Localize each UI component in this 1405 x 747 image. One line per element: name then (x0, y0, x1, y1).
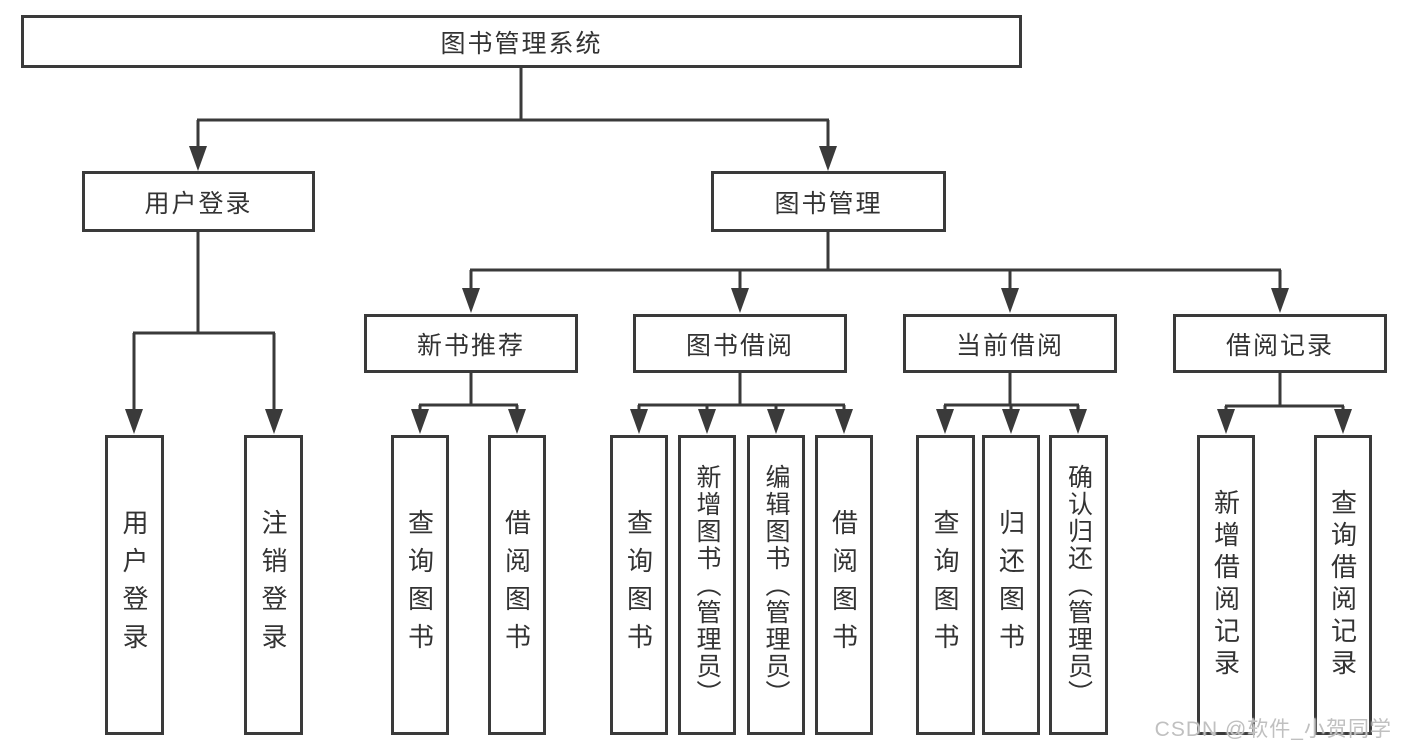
connector-book-borrow-to-leaves (637, 373, 846, 412)
leaf-query-books-recommend: 查询图书 (391, 435, 449, 735)
connector-user-login-to-leaves (132, 232, 276, 412)
leaf-query-borrow-record: 查询借阅记录 (1314, 435, 1372, 735)
leaf-user-login: 用户登录 (105, 435, 164, 735)
connector-new-book-to-leaves (418, 373, 519, 412)
csdn-watermark: CSDN @软件_小贺同学 (1154, 718, 1392, 741)
leaf-borrow-books-recommend: 借阅图书 (488, 435, 546, 735)
leaf-logout: 注销登录 (244, 435, 303, 735)
leaf-query-books-borrow: 查询图书 (610, 435, 668, 735)
leaf-confirm-return-admin: 确认归还（管理员） (1049, 435, 1108, 735)
node-library-management-system: 图书管理系统 (21, 15, 1022, 68)
connector-book-management-to-level3 (469, 232, 1282, 292)
node-borrow-record: 借阅记录 (1173, 314, 1387, 373)
node-book-management: 图书管理 (711, 171, 946, 232)
leaf-add-borrow-record: 新增借阅记录 (1197, 435, 1255, 735)
connector-current-borrow-to-leaves (943, 373, 1080, 412)
node-user-login: 用户登录 (82, 171, 315, 232)
node-book-borrow: 图书借阅 (633, 314, 847, 373)
node-new-book-recommend: 新书推荐 (364, 314, 578, 373)
leaf-return-books: 归还图书 (982, 435, 1040, 735)
leaf-edit-book-admin: 编辑图书（管理员） (747, 435, 805, 735)
leaf-borrow-books: 借阅图书 (815, 435, 873, 735)
leaf-query-books-current: 查询图书 (916, 435, 975, 735)
node-current-borrow: 当前借阅 (903, 314, 1117, 373)
connector-root-to-level2 (196, 68, 830, 150)
connector-borrow-record-to-leaves (1224, 373, 1345, 412)
leaf-add-book-admin: 新增图书（管理员） (678, 435, 736, 735)
